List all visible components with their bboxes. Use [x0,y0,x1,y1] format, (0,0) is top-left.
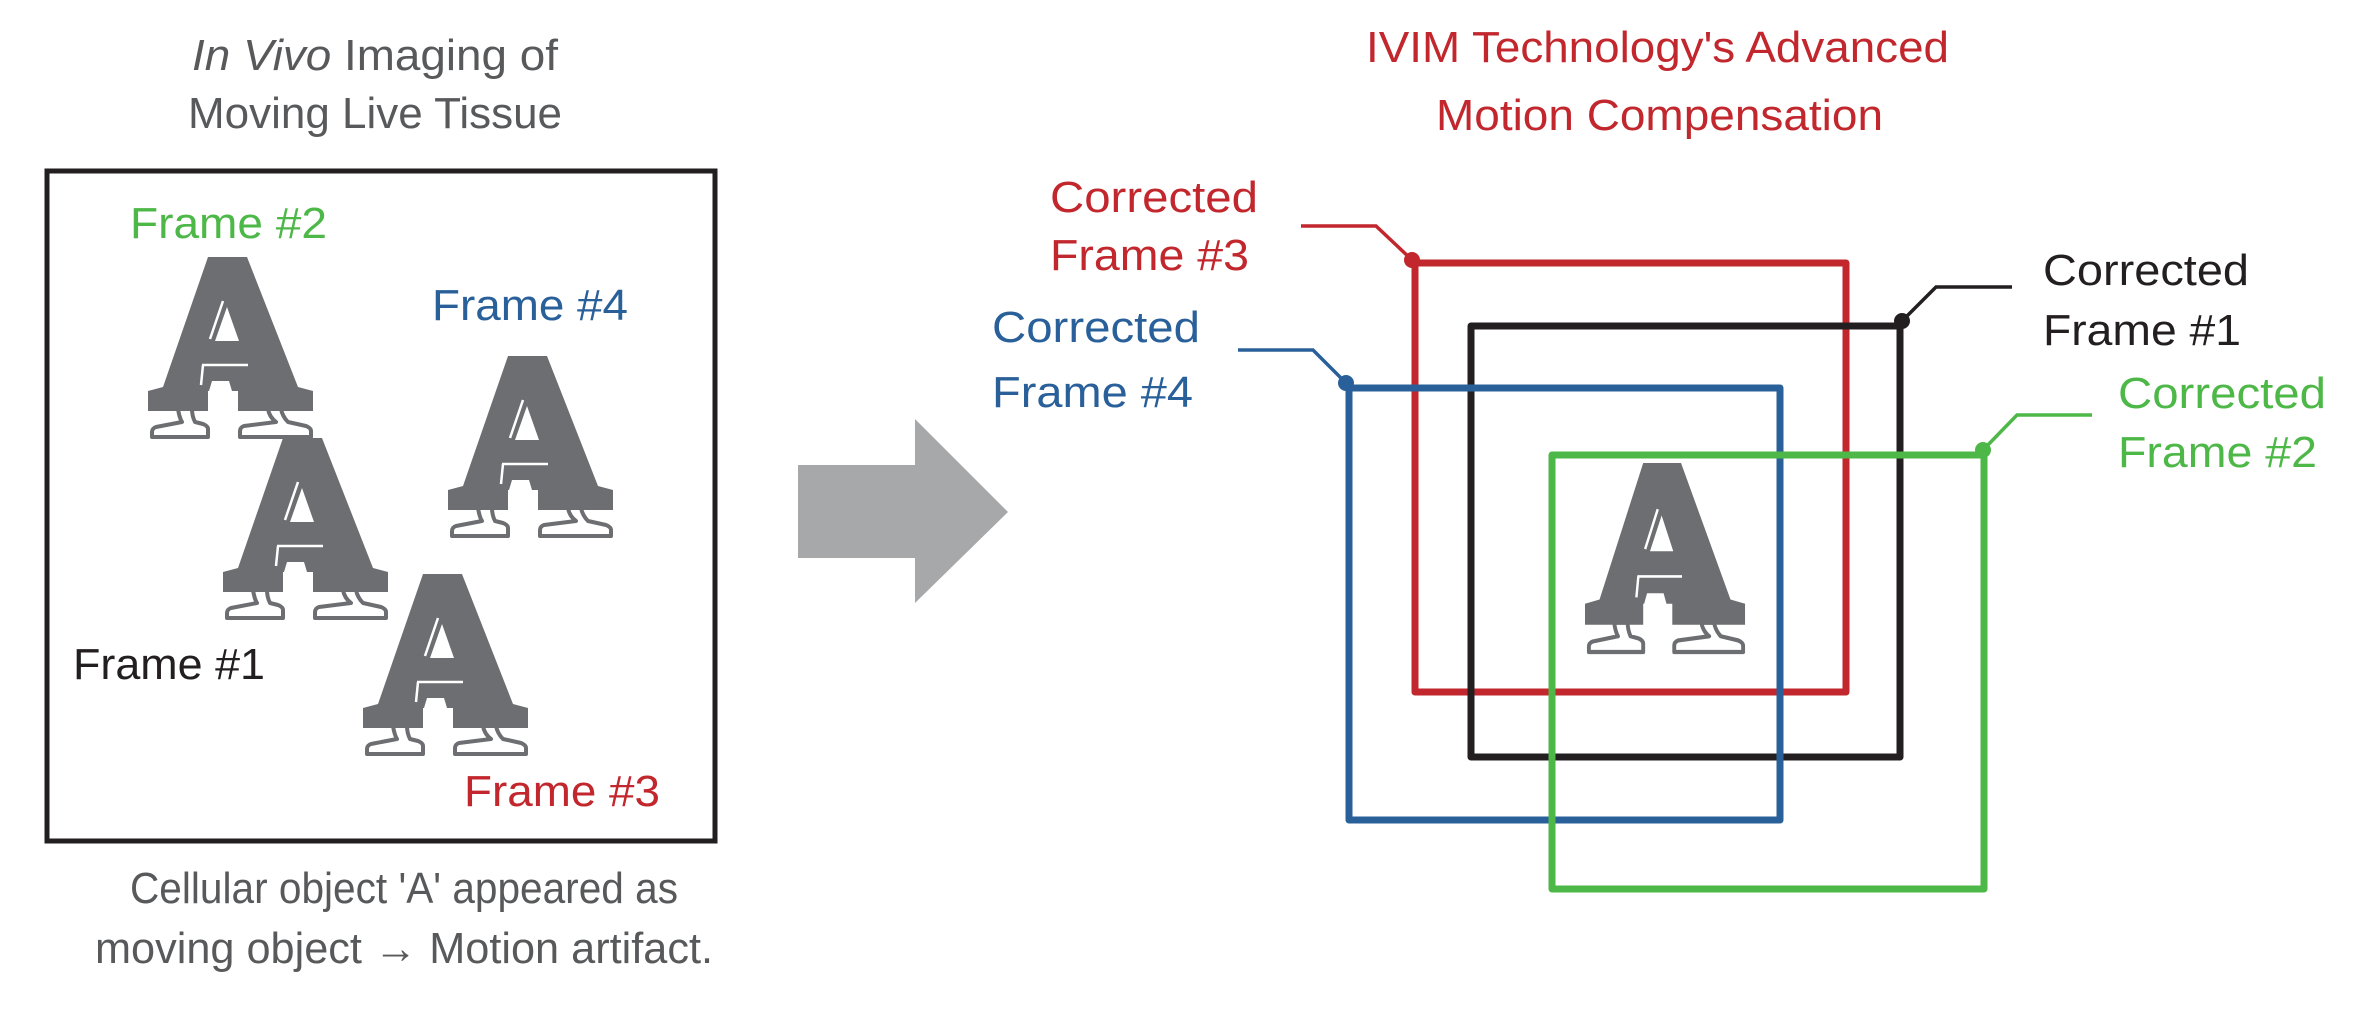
corrected-frame2-label-line1: Corrected [2118,369,2326,418]
left-title-rest: Imaging of [331,31,559,80]
corrected-frame3-dot [1404,252,1420,268]
frame1-label: Frame #1 [73,640,265,689]
corrected-frame4-dot [1338,375,1354,391]
left-title-italic: In Vivo [192,31,331,80]
corrected-frame2-box [1548,451,1988,893]
corrected-frame4-label-line1: Corrected [992,303,1200,352]
corrected-frame3-box [1411,259,1850,696]
caption-line2: moving object → Motion artifact. [95,924,713,973]
right-arrow-icon [798,419,1008,603]
right-title-line1: IVIM Technology's Advanced [1366,23,1949,72]
frame4-label: Frame #4 [432,281,628,330]
caption-line1: Cellular object 'A' appeared as [130,864,678,913]
corrected-frame3-label-line1: Corrected [1050,173,1258,222]
object-a-frame3 [361,572,530,756]
corrected-frame1-leader [1894,285,2012,329]
corrected-frame1-box [1467,322,1904,761]
right-title-line2: Motion Compensation [1436,91,1883,140]
left-title-line1: In Vivo Imaging of [192,31,559,80]
left-title-line2: Moving Live Tissue [188,89,562,138]
corrected-frame2-leader [1975,413,2092,458]
corrected-frame4-leader [1238,348,1354,391]
object-a-frame2 [146,255,315,439]
right-panel: IVIM Technology's Advanced Motion Compen… [992,23,2326,893]
corrected-frame1-label-line1: Corrected [2043,246,2249,295]
corrected-frame1-dot [1894,313,1910,329]
aligned-object-a [1585,463,1745,652]
left-panel: In Vivo Imaging of Moving Live Tissue Fr… [44,31,718,973]
corrected-frame3-label-line2: Frame #3 [1050,231,1249,280]
corrected-frame4-label-line2: Frame #4 [992,368,1193,417]
corrected-frame2-dot [1975,442,1991,458]
corrected-frame1-label-line2: Frame #1 [2043,306,2241,355]
object-a-frame1 [221,436,390,620]
corrected-frame4-box [1345,384,1784,824]
tissue-image-frame [44,168,718,844]
frame3-label: Frame #3 [464,767,660,816]
corrected-frame3-leader [1301,224,1420,268]
frame2-label: Frame #2 [130,199,327,248]
corrected-frame2-label-line2: Frame #2 [2118,428,2317,477]
object-a-frame4 [446,354,615,538]
